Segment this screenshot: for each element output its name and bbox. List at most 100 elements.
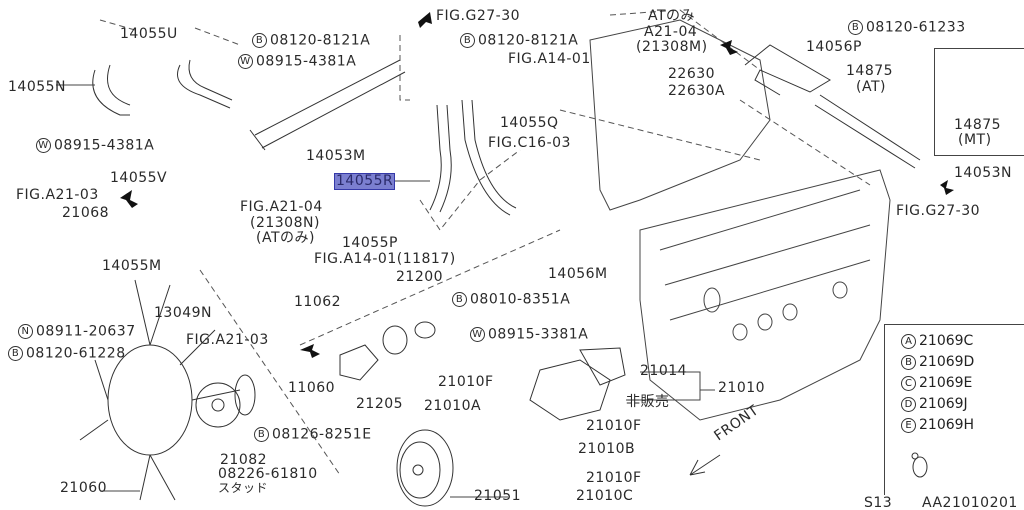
part-number: FIG.A14-01 <box>508 51 591 67</box>
part-number: 08226-61810 <box>218 466 318 482</box>
part-label-p14055p: 14055P <box>342 236 398 251</box>
part-label-at-paren: (AT) <box>856 80 886 95</box>
part-label-p11062: 11062 <box>294 295 341 310</box>
part-number: 21068 <box>62 205 110 221</box>
part-label-p21010c: 21010C <box>576 489 633 504</box>
circle-symbol-icon: E <box>901 417 916 433</box>
part-label-figg27-30-right: FIG.G27-30 <box>896 204 980 219</box>
part-number: (21308N) <box>250 215 320 231</box>
circle-symbol-icon: D <box>901 396 916 412</box>
part-number: 08126-8251E <box>272 426 372 443</box>
part-number: FIG.A14-01(11817) <box>314 251 456 267</box>
part-label-p14055v: 14055V <box>110 171 167 186</box>
part-number: 21010A <box>424 398 482 414</box>
pipe-14053m-drawing <box>249 59 406 151</box>
part-number: 08120-8121A <box>270 32 371 49</box>
part-label-figa21-03-top: FIG.A21-03 <box>16 188 99 203</box>
part-label-p21060: 21060 <box>60 481 107 496</box>
part-number: (ATのみ) <box>256 230 315 246</box>
fan-21060-drawing <box>79 279 241 501</box>
circle-symbol-icon: B <box>8 346 23 361</box>
part-label-figa14-01-11817: FIG.A14-01(11817) <box>314 252 456 267</box>
part-label-p21200: 21200 <box>396 270 443 285</box>
part-number: 21014 <box>640 363 688 379</box>
part-label-figg27-30-top: FIG.G27-30 <box>436 9 520 24</box>
hose-14055u-drawing <box>177 59 233 109</box>
part-number: 21010B <box>578 441 636 457</box>
part-label-p21010f-3: 21010F <box>586 471 642 486</box>
legend-part-number: 21069C <box>919 333 974 349</box>
mt-inset-box <box>934 48 1024 156</box>
part-label-p21014: 21014 <box>640 364 687 379</box>
part-number: 非販売 <box>626 394 670 410</box>
part-label-p14055m: 14055M <box>102 259 162 274</box>
part-number: 14055N <box>8 79 67 95</box>
part-label-p21068: 21068 <box>62 206 109 221</box>
part-number: FIG.C16-03 <box>488 135 571 151</box>
circle-symbol-icon: W <box>36 138 51 153</box>
part-number: 21010C <box>576 488 634 504</box>
part-label-p21010f-2: 21010F <box>586 419 642 434</box>
part-number: 21010F <box>438 374 494 390</box>
part-number: 14053N <box>954 165 1013 181</box>
circle-symbol-icon: A <box>901 333 916 349</box>
legend-part-number: 21069D <box>919 354 975 370</box>
part-label-at-only-2: (ATのみ) <box>256 231 315 246</box>
part-label-figa21-03-bottom: FIG.A21-03 <box>186 333 269 348</box>
part-label-p14055n: 14055N <box>8 80 66 95</box>
part-number: 14055U <box>120 26 178 42</box>
diagram-code: AA21010201 <box>922 495 1018 510</box>
part-number: 21010F <box>586 470 642 486</box>
part-number: FIG.G27-30 <box>436 8 521 24</box>
part-number: 21060 <box>60 480 108 496</box>
legend-part-number: 21069J <box>919 396 968 412</box>
part-number: 21082 <box>220 452 268 468</box>
circle-symbol-icon: B <box>452 292 467 307</box>
part-label-mt-paren: (MT) <box>958 133 992 148</box>
part-label-p21308n: (21308N) <box>250 216 320 231</box>
part-number: 21010 <box>718 380 766 396</box>
part-number: 08010-8351A <box>470 291 571 308</box>
hose-14055q-drawing <box>461 99 517 216</box>
part-label-figa14-01: FIG.A14-01 <box>508 52 591 67</box>
part-number: ATのみ <box>648 8 696 24</box>
part-label-not-for-sale: 非販売 <box>626 395 670 410</box>
circle-symbol-icon: C <box>901 375 916 391</box>
part-label-at-only-1: ATのみ <box>648 9 695 24</box>
circle-symbol-icon: B <box>254 427 269 442</box>
part-number: A21-04 <box>644 24 698 40</box>
part-label-p14055r[interactable]: 14055R <box>334 173 396 190</box>
part-number: 21200 <box>396 269 444 285</box>
front-arrow-icon <box>689 454 721 476</box>
part-number: 14875 <box>846 63 894 79</box>
rail-14875-drawing <box>814 94 921 169</box>
part-label-p08226-61810: 08226-61810 <box>218 467 318 482</box>
hose-14055n-drawing <box>92 64 131 116</box>
hose-14055r-drawing <box>429 104 452 213</box>
part-number: スタッド <box>218 481 269 495</box>
part-number: 14055M <box>102 258 162 274</box>
water-pump-drawing <box>529 347 626 421</box>
part-number: 14053M <box>306 148 366 164</box>
part-number: 08915-4381A <box>256 53 357 70</box>
part-number: FIG.A21-04 <box>240 199 323 215</box>
part-number: (MT) <box>958 132 992 148</box>
part-label-p14053n: 14053N <box>954 166 1012 181</box>
part-label-figa21-04-top: A21-04 <box>644 25 697 40</box>
part-number: 14056P <box>806 39 862 55</box>
circle-symbol-icon: B <box>901 354 916 370</box>
section-code: S13 <box>864 495 893 510</box>
engine-block-drawing <box>589 19 891 421</box>
part-number: 08120-61228 <box>26 345 126 362</box>
part-number: 08120-61233 <box>866 19 966 36</box>
part-number: 08120-8121A <box>478 32 579 49</box>
part-number: (AT) <box>856 79 886 95</box>
